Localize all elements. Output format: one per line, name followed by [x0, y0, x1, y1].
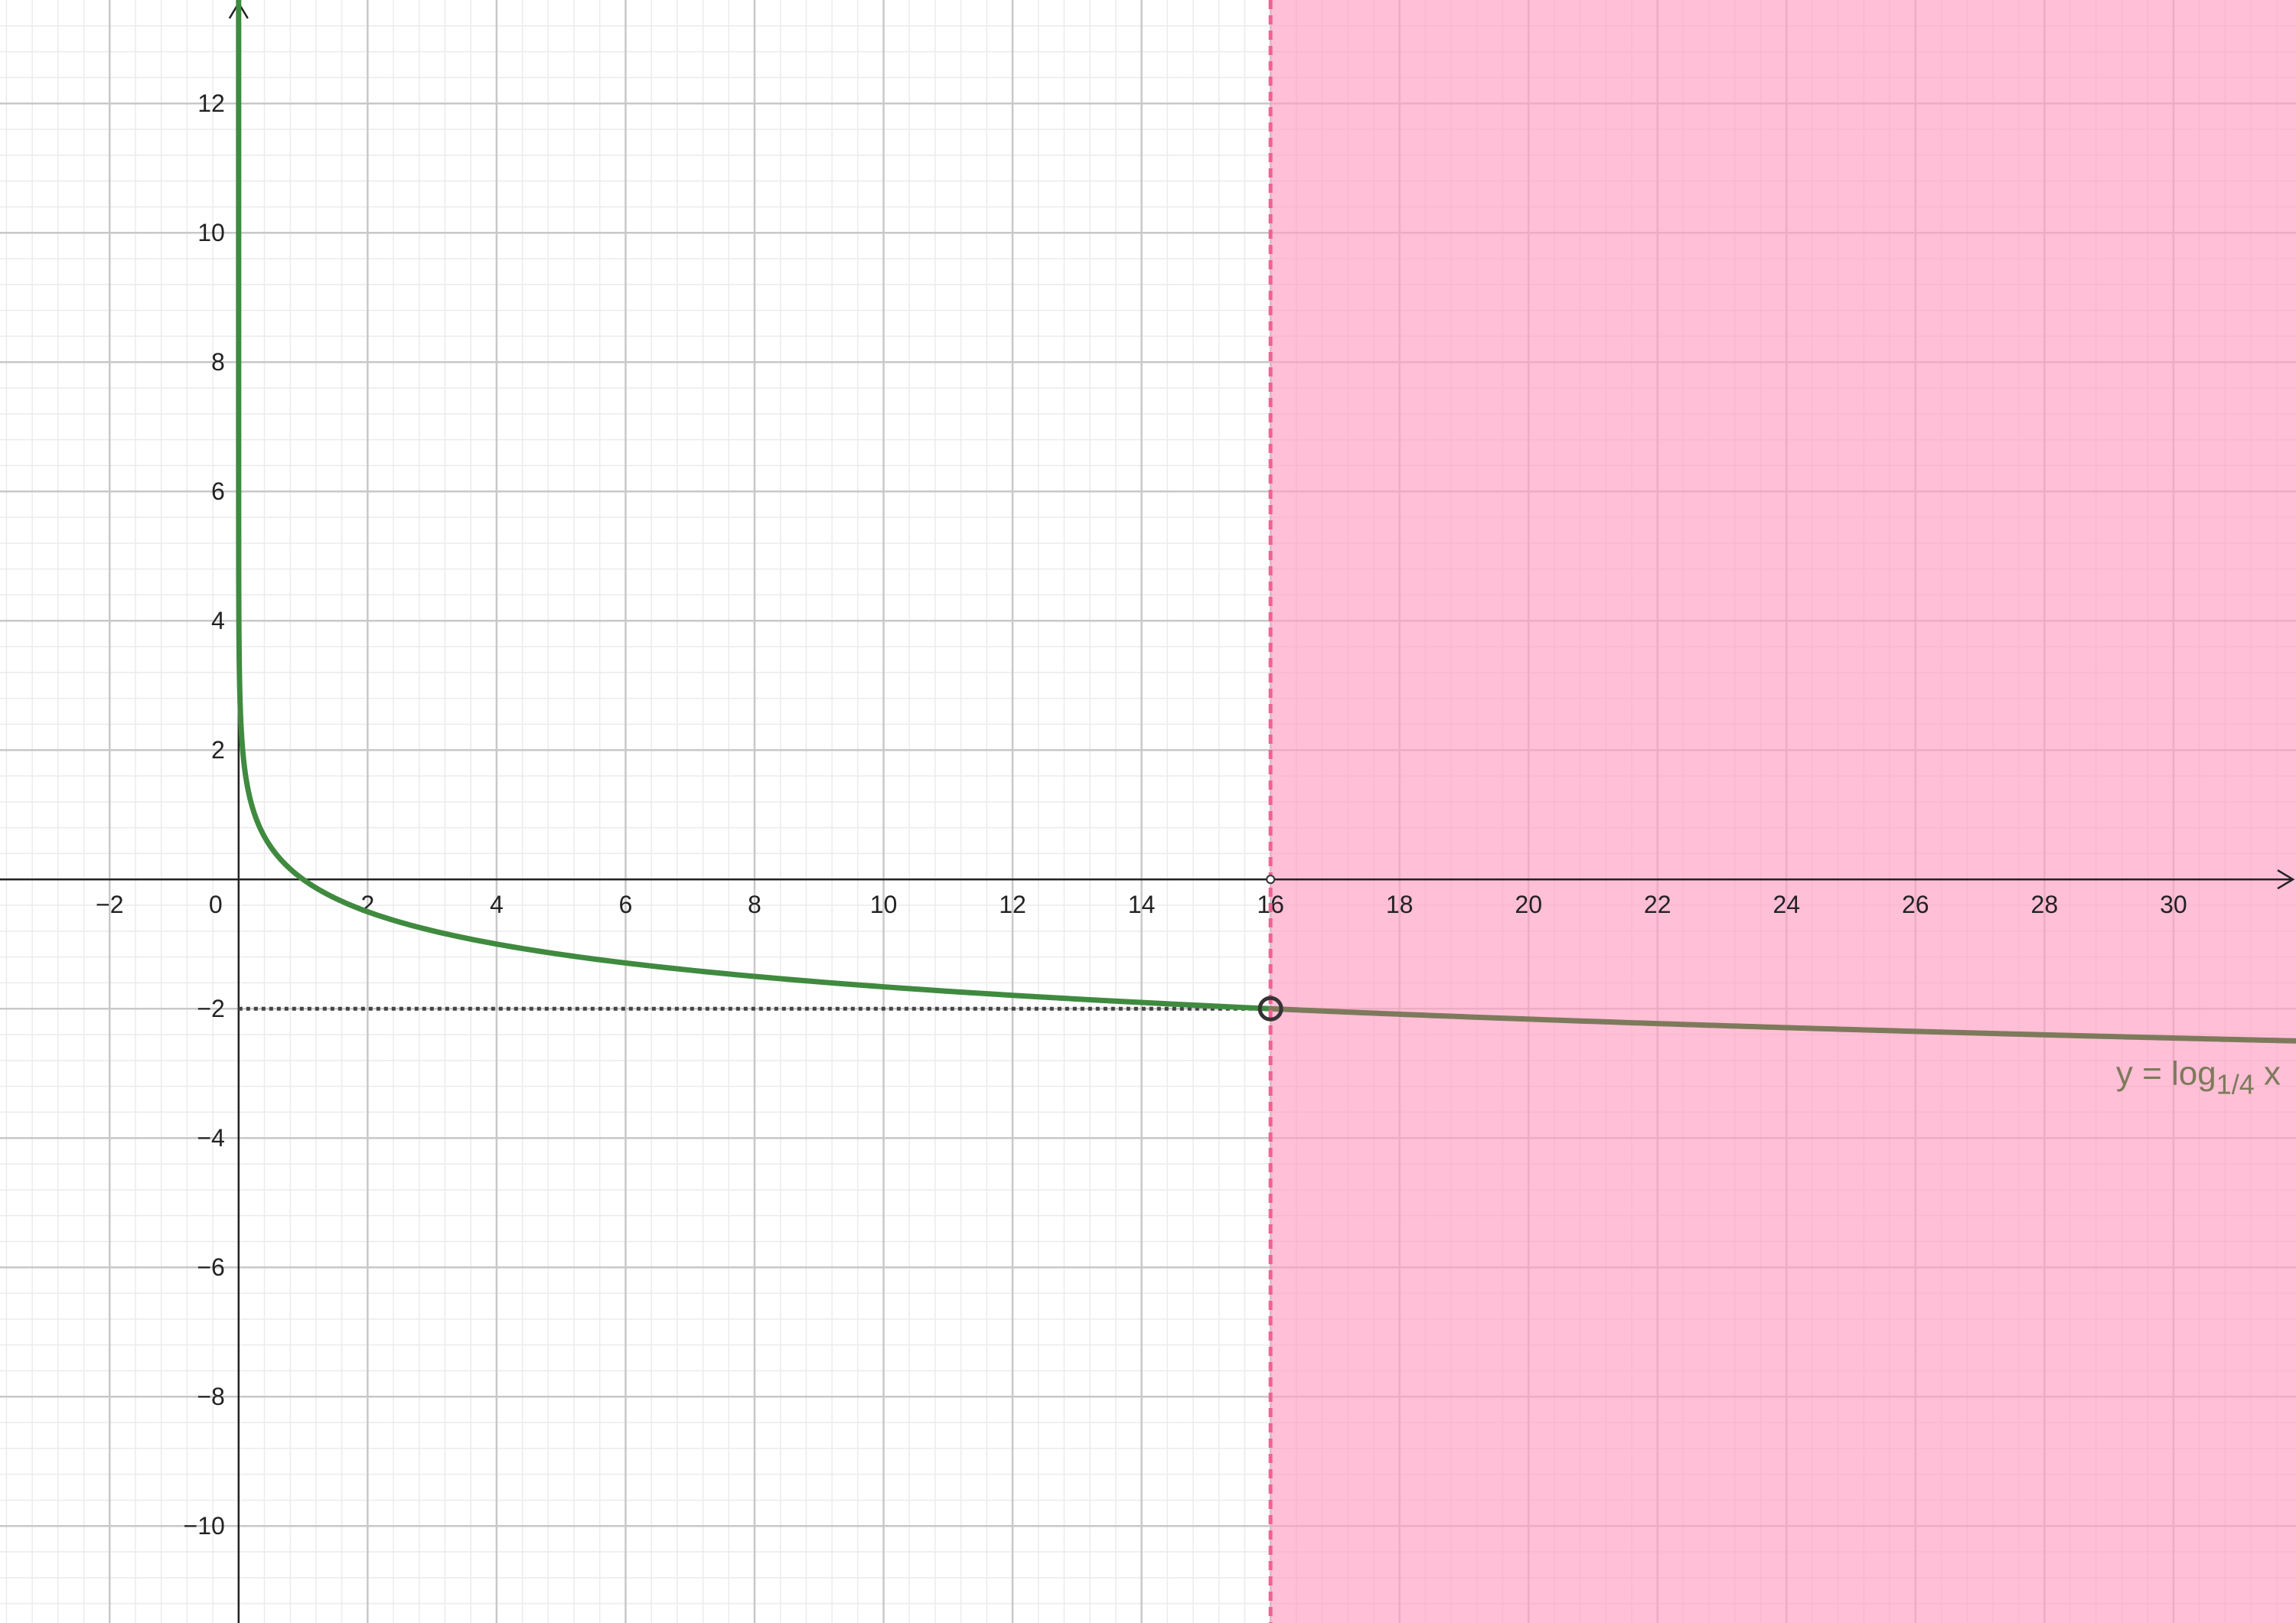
x-tick-label: 8	[748, 891, 762, 918]
x-tick-label: 4	[490, 891, 504, 918]
x-tick-label: 0	[209, 891, 223, 918]
curve-label-main: y = log	[2116, 1055, 2216, 1093]
curve-label-base: 1/4	[2216, 1069, 2255, 1100]
curve-label: y = log1/4 x	[2116, 1055, 2281, 1100]
x-tick-label: −2	[96, 891, 123, 918]
y-tick-label: 10	[197, 219, 225, 246]
y-tick-label: 8	[211, 348, 225, 376]
x-tick-label: 18	[1386, 891, 1414, 918]
y-tick-label: −6	[197, 1253, 224, 1281]
x-tick-label: 30	[2160, 891, 2187, 918]
y-tick-label: 6	[211, 477, 225, 505]
curve-log-base-quarter-in-region	[1267, 1005, 2296, 1044]
x-tick-label: 24	[1773, 891, 1800, 918]
x-tick-label: 6	[619, 891, 633, 918]
x-tick-label: 28	[2031, 891, 2059, 918]
x-tick-label: 10	[870, 891, 898, 918]
y-tick-label: 12	[197, 90, 225, 117]
axis-marker-point	[1266, 875, 1276, 885]
x-tick-label: 14	[1128, 891, 1156, 918]
x-tick-label: 22	[1644, 891, 1671, 918]
x-tick-label: 26	[1902, 891, 1929, 918]
shaded-region	[1270, 0, 2296, 1623]
x-tick-label: 12	[999, 891, 1026, 918]
curve-log-base-quarter	[236, 0, 1274, 1012]
x-tick-label: 20	[1515, 891, 1542, 918]
y-tick-label: −10	[184, 1512, 225, 1540]
x-axis-arrow	[2277, 869, 2295, 890]
y-tick-label: 2	[211, 736, 225, 764]
y-tick-label: −4	[197, 1124, 224, 1152]
curves	[236, 0, 2296, 1044]
y-tick-label: −2	[197, 995, 224, 1022]
highlight-point	[1257, 996, 1283, 1022]
y-tick-label: −8	[197, 1383, 224, 1410]
tick-labels: −2024681012141618202224262830−10−8−6−4−2…	[96, 90, 2187, 1540]
y-tick-label: 4	[211, 607, 225, 634]
curve-label-argument: x	[2255, 1055, 2281, 1093]
